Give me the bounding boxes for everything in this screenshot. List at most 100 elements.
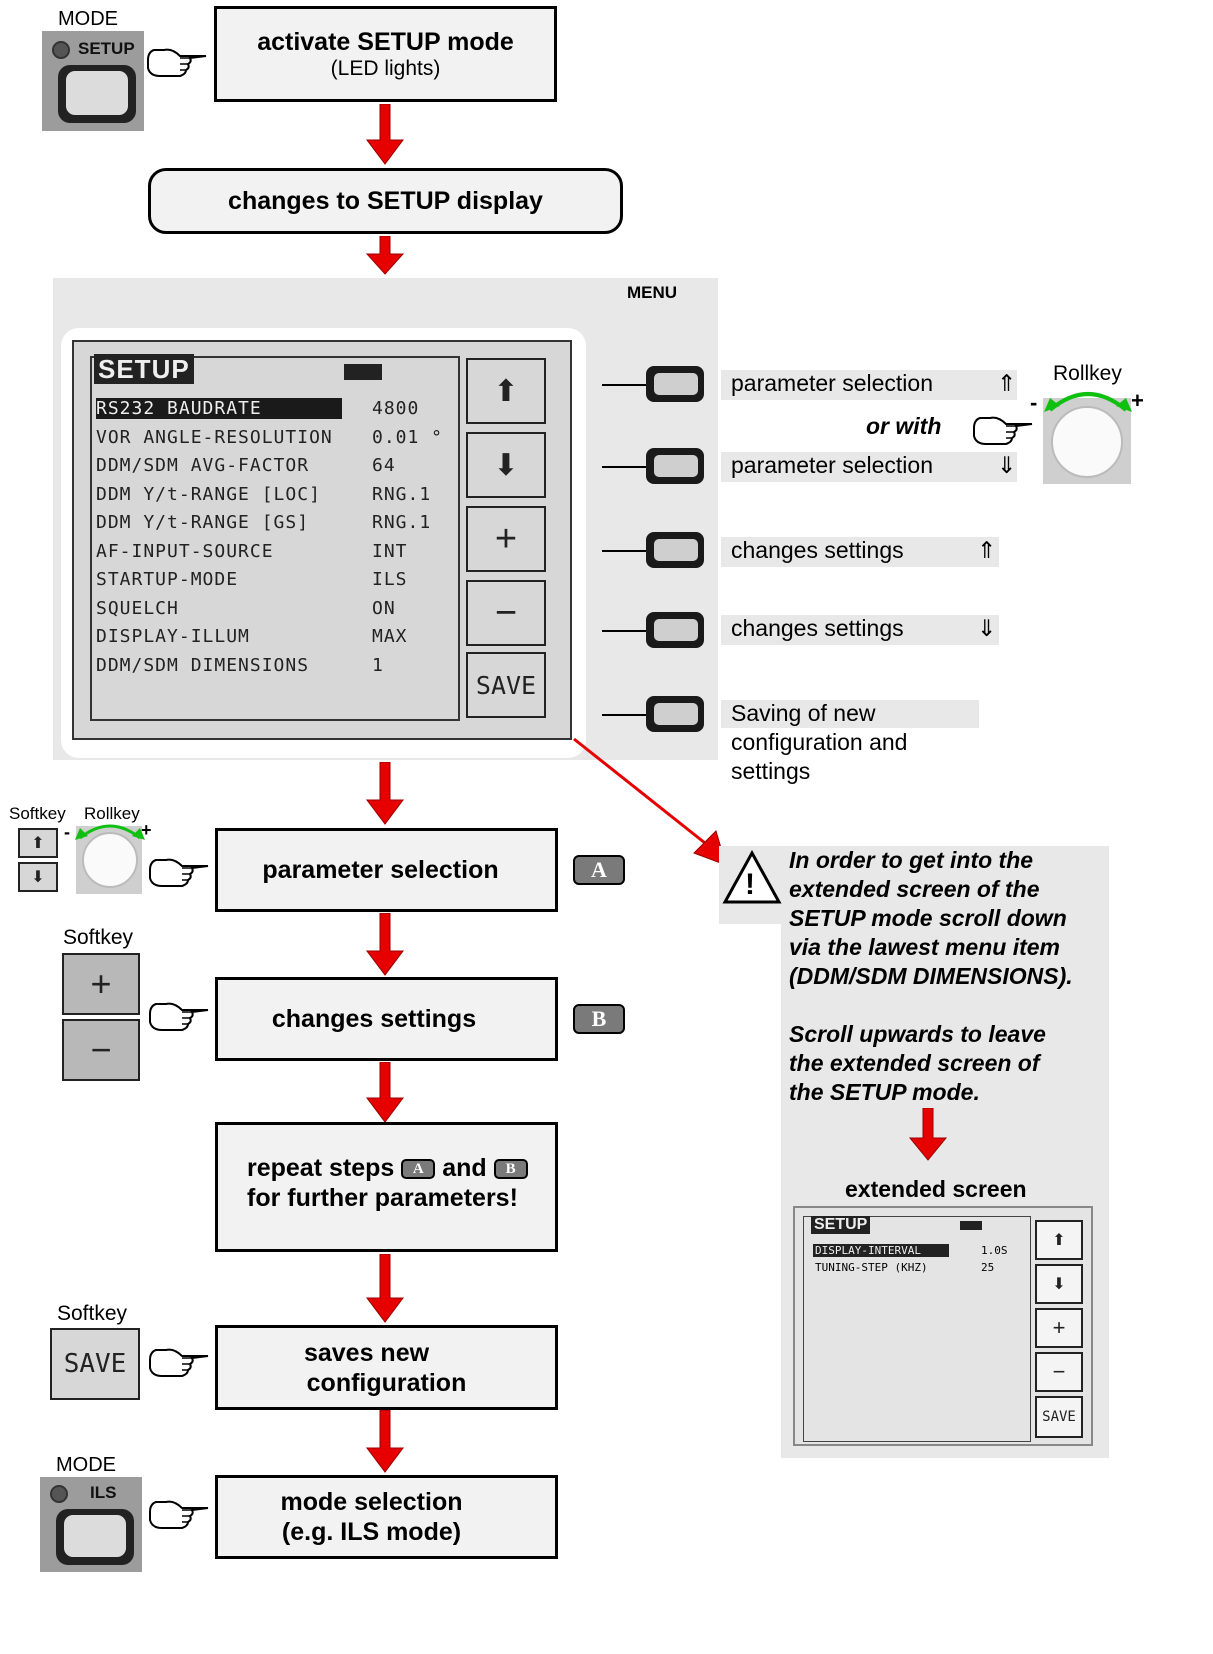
- parameter-name: DDM Y/t-RANGE [LOC]: [96, 483, 321, 505]
- ils-button-text: ILS: [90, 1483, 117, 1502]
- desc-change-up-text: changes settings: [731, 537, 904, 563]
- ext-row-1-value: 1.0S: [981, 1244, 1008, 1257]
- arrow-down-icon: ⬇: [1052, 1276, 1066, 1293]
- ext-softkey-save[interactable]: SAVE: [1035, 1396, 1083, 1438]
- top-mode-label: MODE: [58, 8, 118, 30]
- hardware-key-1[interactable]: [646, 366, 704, 402]
- hardware-key-3[interactable]: [646, 532, 704, 568]
- step-mode-selection: mode selection (e.g. ILS mode): [215, 1475, 558, 1559]
- or-with-label: or with: [866, 413, 942, 439]
- softkey-label-3: Softkey: [57, 1302, 128, 1325]
- step-parameter-selection: parameter selection: [215, 828, 558, 912]
- arrow-up-icon: ⬆: [1052, 1232, 1066, 1249]
- minus-icon: −: [90, 1029, 112, 1070]
- double-arrow-up-icon: ⇑: [977, 537, 997, 563]
- button-cap-face: [66, 71, 128, 115]
- arrow-down-icon: ⬇: [31, 869, 45, 886]
- setup-button-text: SETUP: [78, 39, 135, 58]
- rotate-arrow-icon: [75, 824, 145, 840]
- note-line: (DDM/SDM DIMENSIONS).: [789, 963, 1073, 989]
- note-line: via the lawest menu item: [789, 934, 1060, 960]
- note-line: extended screen of the: [789, 876, 1040, 902]
- softkey-save[interactable]: SAVE: [466, 652, 546, 718]
- rollkey-left[interactable]: [76, 826, 142, 894]
- rollkey-knob: [82, 832, 138, 888]
- lcd-parameter-row[interactable]: DDM Y/t-RANGE [GS] RNG.1: [96, 512, 446, 536]
- mini-softkey-down[interactable]: ⬇: [18, 862, 58, 892]
- mini-softkey-up[interactable]: ⬆: [18, 828, 58, 858]
- parameter-name: DDM Y/t-RANGE [GS]: [96, 512, 310, 533]
- step-setup-display: changes to SETUP display: [148, 168, 623, 234]
- ext-softkey-minus[interactable]: −: [1035, 1352, 1083, 1392]
- extended-lcd-screen: SETUP DISPLAY-INTERVAL 1.0S TUNING-STEP …: [793, 1206, 1093, 1446]
- warning-icon: [722, 850, 782, 904]
- lcd-parameter-row[interactable]: RS232 BAUDRATE 4800: [96, 398, 446, 422]
- setup-mode-button[interactable]: SETUP: [42, 31, 144, 131]
- desc-change-down: changes settings ⇓: [721, 615, 999, 645]
- mini-softkey-save[interactable]: SAVE: [50, 1328, 140, 1400]
- ils-mode-button[interactable]: ILS: [40, 1477, 142, 1572]
- lcd-parameter-row[interactable]: STARTUP-MODE ILS: [96, 569, 446, 593]
- key-lead-line: [602, 550, 648, 552]
- pointing-hand-icon: [973, 416, 1033, 445]
- ext-softkey-up[interactable]: ⬆: [1035, 1220, 1083, 1260]
- extended-screen-label: extended screen: [845, 1176, 1027, 1202]
- hardware-key-2[interactable]: [646, 448, 704, 484]
- mini-softkey-minus[interactable]: −: [62, 1019, 140, 1081]
- note-paragraph-1: In order to get into the extended screen…: [789, 846, 1073, 991]
- step5-text-a: repeat steps: [247, 1154, 395, 1182]
- step6-line1: saves new: [303, 1338, 430, 1367]
- step2-title: changes to SETUP display: [228, 187, 543, 215]
- lcd-parameter-row[interactable]: DDM Y/t-RANGE [LOC] RNG.1: [96, 484, 446, 508]
- inline-badge-a: A: [401, 1159, 436, 1180]
- ext-row-1-name: DISPLAY-INTERVAL: [813, 1244, 949, 1257]
- left-rollkey-plus: +: [141, 820, 152, 840]
- step5-line2: for further parameters!: [247, 1184, 518, 1212]
- battery-icon: [344, 364, 382, 380]
- step-activate-setup: activate SETUP mode (LED lights): [214, 6, 557, 102]
- rollkey-right[interactable]: [1043, 398, 1131, 484]
- lcd-inner-frame: [90, 356, 460, 721]
- ext-softkey-down[interactable]: ⬇: [1035, 1264, 1083, 1304]
- arrow-up-icon: ⬆: [31, 835, 45, 852]
- softkey-plus[interactable]: +: [466, 506, 546, 572]
- softkey-minus[interactable]: −: [466, 580, 546, 646]
- hardware-key-4[interactable]: [646, 612, 704, 648]
- pointing-hand-icon: [147, 48, 207, 77]
- hardware-key-5[interactable]: [646, 696, 704, 732]
- step7-line2: (e.g. ILS mode): [281, 1518, 462, 1546]
- parameter-value: 4800: [372, 398, 420, 419]
- mini-softkey-plus[interactable]: +: [62, 953, 140, 1015]
- double-arrow-down-icon: ⇓: [977, 615, 997, 641]
- parameter-name: RS232 BAUDRATE: [96, 398, 342, 419]
- ext-softkey-plus[interactable]: +: [1035, 1308, 1083, 1348]
- save-label: SAVE: [475, 670, 537, 700]
- step4-title: changes settings: [271, 1005, 477, 1033]
- step3-title: parameter selection: [262, 856, 499, 884]
- softkey-down[interactable]: ⬇: [466, 432, 546, 498]
- step6-line2: configuration: [306, 1368, 467, 1397]
- note-line: Scroll upwards to leave: [789, 1021, 1046, 1047]
- flow-arrow: [366, 762, 404, 825]
- desc-param-down-text: parameter selection: [731, 452, 933, 478]
- step1-subtitle: (LED lights): [330, 57, 441, 80]
- parameter-value: ILS: [372, 569, 408, 590]
- minus-icon: −: [1052, 1359, 1066, 1384]
- softkey-up[interactable]: ⬆: [466, 358, 546, 424]
- ext-row-2: TUNING-STEP (KHZ) 25: [815, 1261, 1029, 1275]
- parameter-value: RNG.1: [372, 512, 432, 533]
- parameter-value: RNG.1: [372, 483, 432, 505]
- rollkey-label-1: Rollkey: [84, 804, 140, 823]
- double-arrow-up-icon: ⇑: [997, 370, 1017, 396]
- arrow-up-icon: ⬆: [493, 374, 519, 408]
- parameter-name: STARTUP-MODE: [96, 569, 239, 590]
- parameter-name: VOR ANGLE-RESOLUTION: [96, 426, 333, 448]
- flow-arrow: [366, 913, 404, 976]
- battery-icon: [960, 1221, 982, 1230]
